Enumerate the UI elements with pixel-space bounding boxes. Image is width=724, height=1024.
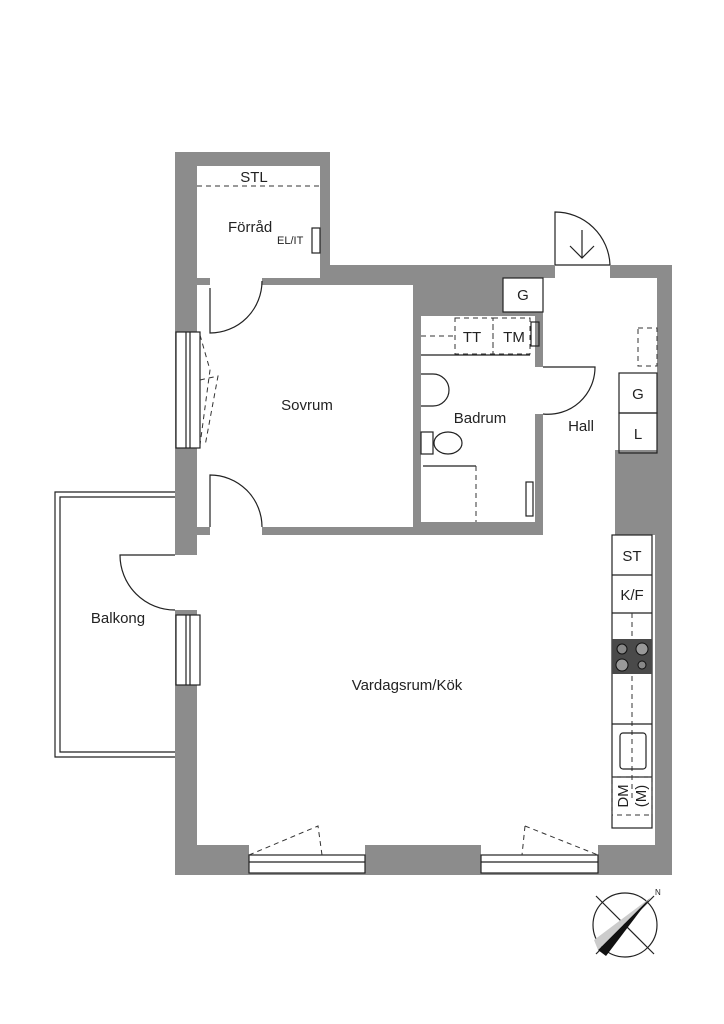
label-stl: STL [240, 169, 268, 186]
label-linen: L [634, 426, 642, 443]
label-tm: TM [503, 329, 525, 346]
label-el-it: EL/IT [277, 235, 304, 247]
compass-north-label: N [655, 888, 661, 897]
label-bathroom: Badrum [454, 410, 507, 427]
label-st: ST [622, 548, 641, 565]
label-bedroom: Sovrum [281, 397, 333, 414]
electrical-panel [311, 227, 321, 254]
label-bath-wardrobe: G [517, 287, 529, 304]
window-swings [199, 334, 599, 856]
bathroom-fixtures [420, 277, 544, 522]
wall-outlines [175, 264, 610, 874]
doors [119, 211, 611, 611]
label-tt: TT [463, 329, 481, 346]
kitchen-counter [611, 534, 653, 829]
label-kf: K/F [620, 587, 643, 604]
label-hall-wardrobe: G [632, 386, 644, 403]
room-floors [173, 166, 657, 873]
label-balcony: Balkong [91, 610, 145, 627]
entrance-arrow-icon [569, 230, 595, 259]
label-dm: DM [615, 784, 632, 807]
balcony-railing [54, 491, 175, 758]
label-hall: Hall [568, 418, 594, 435]
label-storage: Förråd [228, 219, 272, 236]
label-m: (M) [633, 785, 650, 808]
label-living-kitchen: Vardagsrum/Kök [352, 677, 463, 694]
compass-icon: N [592, 888, 661, 958]
hall-cabinets [618, 327, 658, 454]
sink-icon [619, 732, 647, 770]
